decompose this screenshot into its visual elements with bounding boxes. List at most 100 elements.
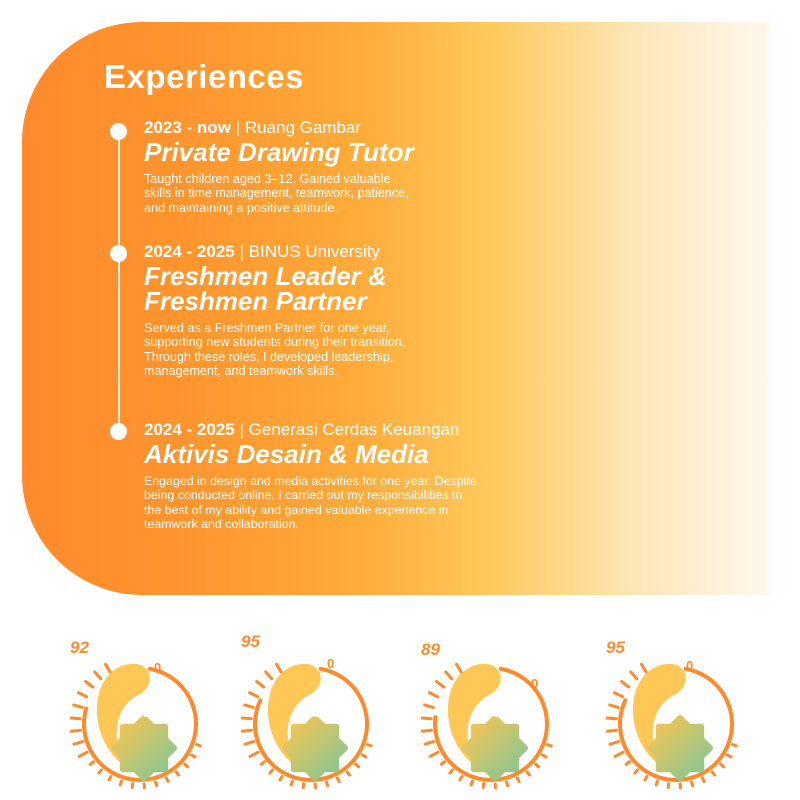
gauge-tick	[72, 740, 85, 746]
gauge-tick	[690, 780, 695, 788]
gauge-tick	[189, 753, 197, 759]
skill-value: 89	[421, 640, 440, 659]
gauge-tick	[654, 779, 659, 787]
gauge-tick	[275, 662, 283, 674]
gauge-swoosh	[447, 663, 501, 764]
gauge-tick	[69, 728, 82, 733]
gauge-tick	[420, 716, 433, 721]
gauge-tick	[325, 780, 330, 788]
gauge-tick	[248, 691, 260, 699]
gauge-tick	[360, 753, 368, 759]
gauge-tick	[633, 768, 639, 775]
gauge-tick	[643, 774, 649, 782]
experience-separator: |	[235, 118, 241, 137]
gauge-tick	[420, 728, 433, 733]
gauge-tick	[77, 750, 89, 758]
gauge-tick	[515, 776, 521, 784]
gauge-tick	[268, 768, 274, 775]
experience-role: Aktivis Desain & Media	[144, 441, 477, 467]
gauge-tick	[84, 680, 95, 689]
gauge-tick	[439, 760, 446, 766]
gauge-tick	[240, 716, 253, 721]
gauge-graphic	[605, 662, 738, 790]
experience-description: Taught children aged 3–12. Gained valuab…	[144, 172, 414, 215]
gauge-tick	[700, 776, 706, 784]
skill-min-label: 0	[531, 676, 539, 691]
experience-description-line: being conducted online, I carried out my…	[144, 488, 463, 503]
gauge-tick	[620, 680, 631, 689]
gear-badge-icon	[462, 715, 528, 781]
gauge-tick	[629, 670, 639, 681]
gauge-tick	[624, 760, 631, 766]
gauge-tick	[545, 743, 553, 748]
gauge-swoosh	[632, 663, 686, 764]
gauge-tick	[118, 779, 123, 787]
gauge-graphic	[69, 662, 202, 790]
experiences-card	[22, 22, 770, 595]
gauge-tick	[164, 776, 170, 784]
gauge-progress-arc	[253, 666, 369, 782]
gauge-tick	[104, 662, 112, 674]
gauge-tick	[154, 780, 159, 788]
gauge-tick	[605, 728, 618, 733]
section-title: Experiences	[104, 58, 304, 95]
gear-badge-icon	[111, 715, 177, 781]
gauge-tick	[428, 691, 440, 699]
gauge-tick	[194, 743, 202, 748]
gauge-tick	[255, 680, 266, 689]
skill-min-label: 0	[154, 660, 162, 675]
gauge-tick	[174, 770, 181, 777]
experience-period: 2024 - 2025	[144, 242, 235, 261]
experience-description-line: Taught children aged 3–12. Gained valuab…	[144, 172, 391, 186]
gear-badge-icon	[282, 715, 348, 781]
gauge-tick	[240, 728, 253, 733]
gauge-graphic	[420, 662, 553, 790]
gauge-tick	[248, 750, 260, 758]
experience-role-line: Private Drawing Tutor	[144, 137, 414, 167]
gauge-tick	[613, 691, 625, 699]
gauge-tick	[335, 776, 341, 784]
gauge-tick	[428, 750, 440, 758]
skill-label: Ps	[298, 701, 322, 722]
skill-label: Ai	[129, 701, 149, 722]
gauge-tick	[725, 753, 733, 759]
gauge-tick	[278, 774, 284, 782]
gauge-progress-arc	[82, 666, 198, 782]
gauge-swoosh	[267, 663, 321, 764]
gauge-tick	[354, 762, 361, 769]
skill-gauge: 89 0 Ae	[413, 628, 573, 798]
skill-gauge: 92 0 Ai	[62, 628, 222, 798]
experience-meta: 2024 - 2025 | Generasi Cerdas Keuangan	[144, 420, 477, 440]
experience-description-line: teamwork and collaboration.	[144, 516, 299, 531]
gauge-tick	[289, 779, 294, 787]
experience-role-line: Freshmen Leader &	[144, 261, 387, 291]
gauge-tick	[72, 703, 84, 709]
gauge-progress-arc	[433, 666, 549, 782]
timeline-dot	[110, 423, 127, 440]
experience-description: Engaged in design and media activities f…	[144, 474, 477, 531]
experience-separator: |	[239, 242, 244, 261]
gauge-tick	[613, 750, 625, 758]
experience-description-line: Through these roles, I developed leaders…	[144, 349, 394, 364]
experience-description-line: Engaged in design and media activities f…	[144, 474, 477, 488]
timeline-line	[118, 132, 120, 432]
skill-value: 95	[606, 638, 625, 657]
gauge-tick	[730, 743, 738, 748]
experience-description-line: the best of my ability and gained valuab…	[144, 502, 449, 517]
experience-organization: Generasi Cerdas Keuangan	[248, 420, 460, 439]
experience-description-line: Served as a Freshmen Partner for one yea…	[144, 321, 390, 335]
gauge-tick	[345, 770, 352, 777]
experience-description-line: supporting new students during their tra…	[144, 335, 406, 350]
gauge-tick	[93, 670, 103, 681]
skill-value: 95	[241, 632, 260, 651]
experience-period: 2024 - 2025	[144, 420, 235, 439]
gauge-tick	[455, 662, 463, 674]
experience-role: Freshmen Leader & Freshmen Partner	[144, 261, 405, 314]
gauge-tick	[525, 770, 532, 777]
gauge-graphic	[240, 662, 373, 790]
gauge-tick	[435, 680, 446, 689]
experience-description-line: management, and teamwork skills.	[144, 363, 338, 378]
gauge-tick	[605, 716, 618, 721]
gauge-tick	[423, 740, 436, 746]
experience-description: Served as a Freshmen Partner for one yea…	[144, 321, 405, 378]
